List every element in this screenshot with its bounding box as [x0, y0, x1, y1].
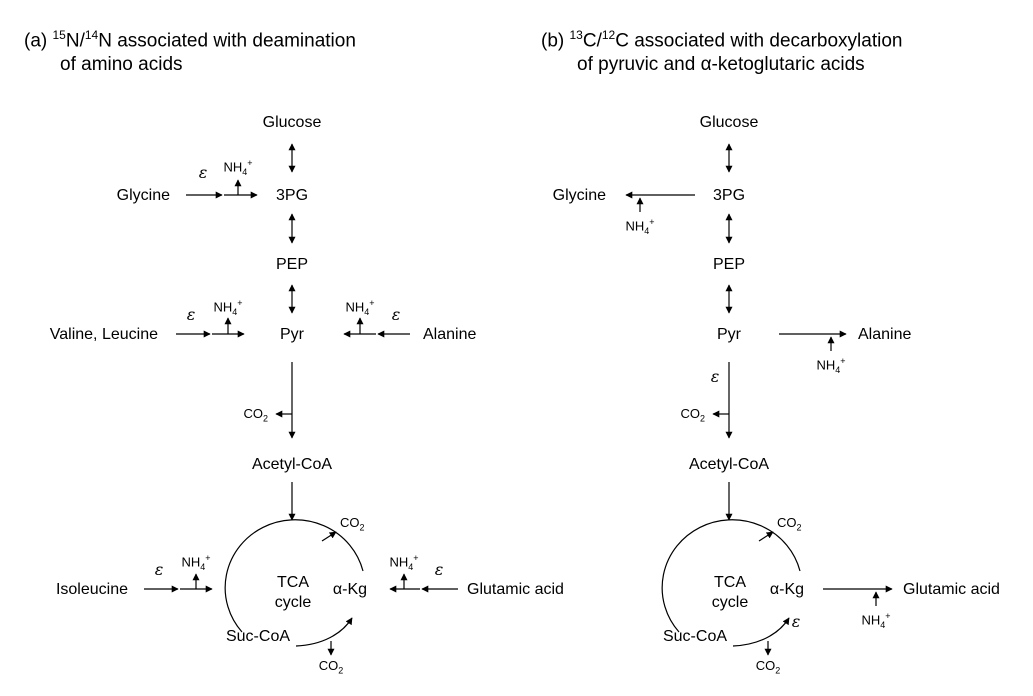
node-akg-b: α-Kg [769, 581, 805, 598]
node-tca-line2-b: cycle [711, 594, 749, 611]
node-pep-b: PEP [712, 256, 746, 273]
node-glutamic-acid-a: Glutamic acid [467, 581, 564, 598]
node-tca-line2-a: cycle [274, 594, 312, 611]
arrow-co2-tca-top-b [758, 531, 774, 542]
panel-b-heading-line1: (b) 13C/12C associated with decarboxylat… [541, 28, 903, 52]
panel-a-heading-line1: (a) 15N/14N associated with deamination [24, 28, 356, 52]
co2-tca-top-a: CO2 [340, 515, 365, 533]
node-3pg-a: 3PG [275, 187, 309, 204]
epsilon-akg-decarboxylation: ε [791, 612, 801, 631]
node-tca-line1-a: TCA [277, 574, 309, 591]
node-tca-line1-b: TCA [714, 574, 746, 591]
epsilon-pyr-decarboxylation: ε [710, 367, 720, 386]
node-glutamic-acid-b: Glutamic acid [903, 581, 1000, 598]
tca-cycle-arc-a [224, 519, 364, 633]
epsilon-valine-leucine: ε [186, 305, 196, 324]
node-alanine-a: Alanine [423, 326, 477, 343]
iso-13-sup: 13 [569, 28, 583, 42]
node-acetyl-coa-b: Acetyl-CoA [688, 456, 770, 473]
epsilon-glutamic: ε [434, 560, 444, 579]
co2-pyr-b: CO2 [680, 406, 705, 424]
iso-12-sup: 12 [601, 28, 616, 42]
epsilon-alanine: ε [391, 305, 401, 324]
nh4-isoleucine-a: NH4+ [181, 553, 211, 572]
node-valine-leucine-a: Valine, Leucine [49, 326, 158, 343]
node-pep-a: PEP [275, 256, 309, 273]
node-akg-a: α-Kg [332, 581, 368, 598]
epsilon-isoleucine: ε [154, 560, 164, 579]
nh4-alanine-a: NH4+ [345, 298, 375, 317]
panel-b-heading-line2: of pyruvic and α-ketoglutaric acids [577, 54, 865, 75]
iso-15-sup: 15 [52, 28, 66, 42]
node-pyr-b: Pyr [717, 326, 741, 343]
node-alanine-b: Alanine [858, 326, 912, 343]
co2-tca-top-b: CO2 [777, 515, 802, 533]
arrow-co2-tca-top-a [321, 531, 337, 542]
node-isoleucine-a: Isoleucine [55, 581, 128, 598]
node-3pg-b: 3PG [712, 187, 746, 204]
epsilon-glycine: ε [198, 163, 208, 182]
nh4-glycine-a: NH4+ [223, 158, 253, 177]
co2-tca-bottom-a: CO2 [318, 658, 344, 676]
tca-cycle-arc-lower-a [295, 617, 353, 647]
nh4-glutamic-b: NH4+ [861, 611, 891, 630]
node-pyr-a: Pyr [280, 326, 304, 343]
co2-pyr-a: CO2 [243, 406, 268, 424]
node-glycine-a: Glycine [116, 187, 170, 204]
node-suc-coa-b: Suc-CoA [662, 628, 728, 645]
node-suc-coa-a: Suc-CoA [225, 628, 291, 645]
node-acetyl-coa-a: Acetyl-CoA [251, 456, 333, 473]
nh4-glutamic-a: NH4+ [389, 553, 419, 572]
iso-14-sup: 14 [84, 28, 99, 42]
node-glucose-b: Glucose [699, 114, 759, 131]
nh4-alanine-b: NH4+ [816, 356, 846, 375]
panel-a-heading-line2: of amino acids [60, 54, 183, 75]
nh4-glycine-b: NH4+ [625, 217, 655, 236]
co2-tca-bottom-b: CO2 [755, 658, 781, 676]
node-glycine-b: Glycine [552, 187, 606, 204]
node-glucose-a: Glucose [262, 114, 322, 131]
nh4-valine-leucine-a: NH4+ [213, 298, 243, 317]
tca-cycle-arc-b [661, 519, 801, 633]
tca-cycle-arc-lower-b [732, 617, 790, 647]
